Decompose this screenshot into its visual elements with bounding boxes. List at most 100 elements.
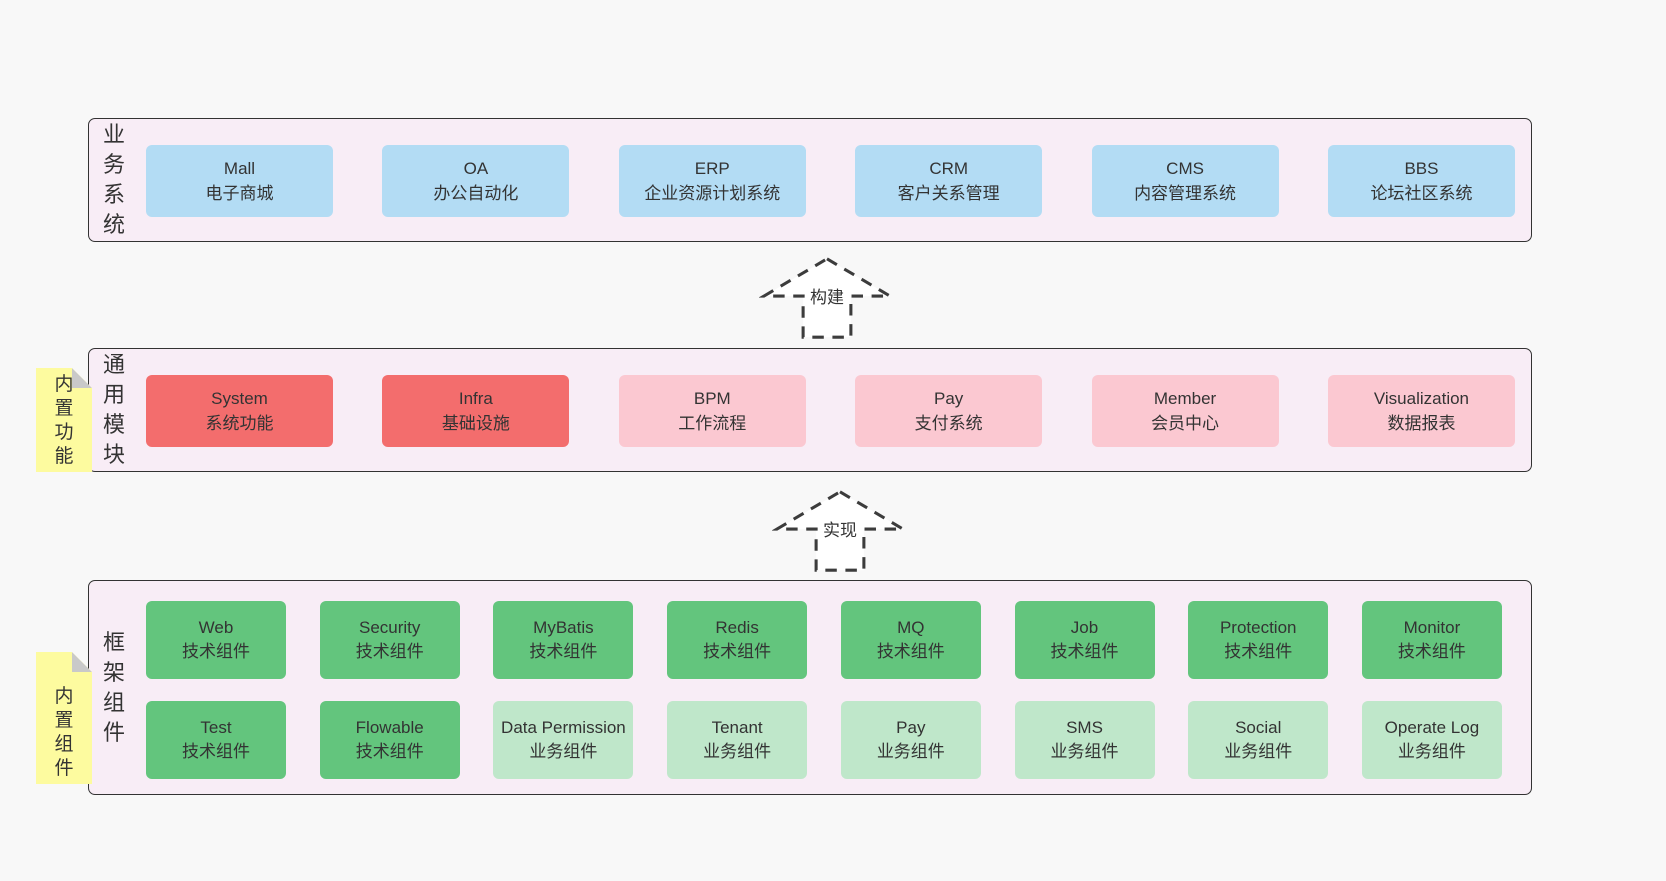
box-subtitle: 技术组件: [355, 642, 424, 661]
box-subtitle: 业务组件: [1397, 742, 1466, 761]
box-pay-module: Pay 支付系统: [855, 375, 1043, 447]
box-title: CMS: [1166, 159, 1204, 178]
box-title: BBS: [1404, 159, 1439, 178]
box-title: Security: [358, 618, 421, 637]
box-member: Member 会员中心: [1091, 375, 1279, 447]
box-erp: ERP 企业资源计划系统: [618, 145, 806, 217]
box-mq: MQ 技术组件: [840, 601, 981, 679]
box-protection: Protection 技术组件: [1188, 601, 1329, 679]
box-data-permission: Data Permission 业务组件: [493, 701, 634, 779]
common-modules-boxes: System 系统功能 Infra 基础设施 BPM 工作流程 Pay 支付系统…: [146, 375, 1515, 447]
box-mall: Mall 电子商城: [146, 145, 333, 217]
box-test: Test 技术组件: [146, 701, 286, 779]
box-security: Security 技术组件: [319, 601, 460, 679]
arrow-implement: 实现: [772, 488, 908, 574]
box-title: BPM: [693, 389, 731, 408]
box-title: Tenant: [711, 718, 763, 737]
box-sms: SMS 业务组件: [1014, 701, 1155, 779]
box-subtitle: 企业资源计划系统: [644, 184, 781, 203]
box-flowable: Flowable 技术组件: [319, 701, 460, 779]
box-oa: OA 办公自动化: [382, 145, 570, 217]
box-subtitle: 办公自动化: [433, 184, 519, 203]
box-subtitle: 技术组件: [1224, 642, 1293, 661]
box-title: Flowable: [355, 718, 424, 737]
box-tenant: Tenant 业务组件: [667, 701, 808, 779]
box-subtitle: 支付系统: [914, 414, 983, 433]
box-title: Pay: [934, 389, 964, 408]
business-systems-boxes: Mall 电子商城 OA 办公自动化 ERP 企业资源计划系统 CRM 客户关系…: [146, 145, 1515, 217]
arrow-build: 构建: [759, 255, 895, 341]
box-redis: Redis 技术组件: [667, 601, 808, 679]
box-title: Data Permission: [501, 718, 626, 737]
box-visualization: Visualization 数据报表: [1327, 375, 1515, 447]
box-subtitle: 工作流程: [678, 414, 747, 433]
box-subtitle: 客户关系管理: [897, 184, 1000, 203]
band-framework-components: 框架组件 Web 技术组件 Security 技术组件 MyBatis 技术组件…: [88, 580, 1532, 795]
box-subtitle: 基础设施: [441, 414, 510, 433]
box-subtitle: 技术组件: [703, 642, 772, 661]
box-mybatis: MyBatis 技术组件: [493, 601, 634, 679]
box-web: Web 技术组件: [146, 601, 286, 679]
box-title: Web: [198, 618, 234, 637]
box-title: MyBatis: [533, 618, 594, 637]
box-subtitle: 技术组件: [1050, 642, 1119, 661]
box-subtitle: 技术组件: [876, 642, 945, 661]
sticky-note-built-in-components: 内置组件: [36, 652, 92, 784]
box-title: Test: [200, 718, 232, 737]
box-subtitle: 技术组件: [182, 642, 250, 661]
arrow-implement-label: 实现: [821, 521, 859, 541]
box-title: CRM: [929, 159, 969, 178]
box-social: Social 业务组件: [1188, 701, 1329, 779]
box-subtitle: 会员中心: [1151, 414, 1220, 433]
box-title: Visualization: [1373, 389, 1470, 408]
box-title: Monitor: [1403, 618, 1461, 637]
box-subtitle: 业务组件: [529, 742, 598, 761]
box-infra: Infra 基础设施: [382, 375, 570, 447]
box-title: Infra: [458, 389, 493, 408]
box-title: OA: [463, 159, 489, 178]
box-subtitle: 业务组件: [703, 742, 772, 761]
band-label-business-systems: 业务系统: [102, 122, 125, 237]
box-title: Mall: [223, 159, 256, 178]
framework-components-row-1: Web 技术组件 Security 技术组件 MyBatis 技术组件 Redi…: [146, 601, 1502, 679]
framework-components-row-2: Test 技术组件 Flowable 技术组件 Data Permission …: [146, 701, 1502, 779]
box-bpm: BPM 工作流程: [618, 375, 806, 447]
box-title: Social: [1235, 718, 1282, 737]
box-subtitle: 业务组件: [876, 742, 945, 761]
box-subtitle: 数据报表: [1387, 414, 1456, 433]
box-title: Protection: [1219, 618, 1297, 637]
band-common-modules: 通用模块 System 系统功能 Infra 基础设施 BPM 工作流程 Pay…: [88, 348, 1532, 472]
box-title: Member: [1153, 389, 1217, 408]
box-subtitle: 系统功能: [205, 414, 274, 433]
band-label-framework-components: 框架组件: [102, 629, 125, 745]
box-subtitle: 技术组件: [182, 742, 250, 761]
box-title: Redis: [715, 618, 759, 637]
box-title: System: [211, 389, 268, 408]
box-cms: CMS 内容管理系统: [1091, 145, 1279, 217]
box-subtitle: 技术组件: [1397, 642, 1466, 661]
sticky-note-label: 内置功能: [54, 374, 74, 467]
band-label-common-modules: 通用模块: [102, 352, 125, 467]
box-subtitle: 电子商城: [205, 184, 274, 203]
box-title: MQ: [897, 618, 925, 637]
box-subtitle: 论坛社区系统: [1370, 184, 1473, 203]
box-bbs: BBS 论坛社区系统: [1327, 145, 1515, 217]
box-subtitle: 内容管理系统: [1134, 184, 1237, 203]
box-job: Job 技术组件: [1014, 601, 1155, 679]
box-crm: CRM 客户关系管理: [855, 145, 1043, 217]
box-title: Pay: [896, 718, 926, 737]
box-title: SMS: [1066, 718, 1103, 737]
band-business-systems: 业务系统 Mall 电子商城 OA 办公自动化 ERP 企业资源计划系统 CRM…: [88, 118, 1532, 242]
box-subtitle: 技术组件: [355, 742, 424, 761]
box-title: Operate Log: [1384, 718, 1480, 737]
sticky-note-label: 内置组件: [54, 686, 74, 779]
box-title: ERP: [694, 159, 730, 178]
box-monitor: Monitor 技术组件: [1361, 601, 1502, 679]
sticky-note-built-in-features: 内置功能: [36, 368, 92, 472]
arrow-build-label: 构建: [808, 288, 846, 308]
box-pay-component: Pay 业务组件: [840, 701, 981, 779]
box-operate-log: Operate Log 业务组件: [1361, 701, 1502, 779]
box-subtitle: 技术组件: [529, 642, 598, 661]
box-subtitle: 业务组件: [1050, 742, 1119, 761]
